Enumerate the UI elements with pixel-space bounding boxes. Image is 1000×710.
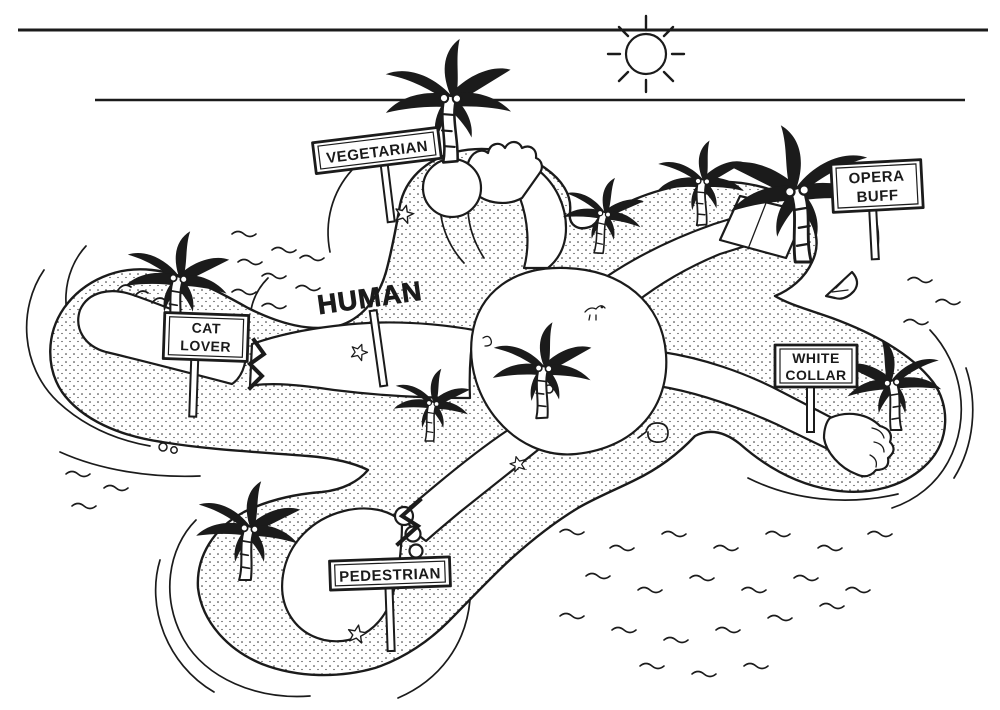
- sign-board-inner: [779, 348, 853, 384]
- paper-fold-line: [747, 202, 767, 250]
- figure-torso: [470, 266, 668, 456]
- sign-white-collar-line1: WHITE: [792, 350, 840, 366]
- sign-board: [773, 343, 859, 389]
- sign-cat-lover: CAT LOVER: [161, 311, 251, 418]
- spike-shell-icon: [824, 270, 859, 300]
- beach-details: [158, 202, 859, 645]
- sign-board: [311, 126, 443, 175]
- sun-icon: [606, 14, 686, 94]
- sign-pedestrian-label: PEDESTRIAN: [339, 565, 441, 586]
- sign-board: [829, 158, 925, 214]
- sign-opera-buff: OPERA BUFF: [829, 158, 925, 261]
- sign-post: [368, 309, 389, 388]
- sign-pedestrian: PEDESTRIAN: [328, 555, 452, 653]
- sky: [18, 14, 988, 102]
- sign-opera-buff-line1: OPERA: [848, 168, 905, 188]
- figure-head: [421, 157, 483, 219]
- sign-post: [806, 385, 815, 433]
- figure-neck: [440, 210, 485, 264]
- sign-cat-lover-line2: LOVER: [180, 337, 231, 355]
- pebble: [158, 442, 168, 452]
- figure-left-foot-toes: [117, 284, 166, 304]
- spiral-shell-icon: [637, 422, 669, 443]
- sign-vegetarian: VEGETARIAN: [311, 126, 443, 224]
- sign-white-collar: WHITE COLLAR: [773, 343, 859, 433]
- sign-board-inner: [835, 163, 919, 209]
- sign-board-inner: [317, 131, 437, 170]
- figure-right-hand-fingers: [869, 427, 885, 468]
- sign-post: [384, 585, 396, 653]
- tear-bolt-left-ankle: [246, 337, 267, 391]
- figure-toe: [408, 543, 424, 559]
- sign-board-inner: [334, 560, 446, 587]
- figure-toe: [404, 525, 422, 543]
- sign-board-inner: [167, 316, 245, 358]
- signs: VEGETARIAN OPERA BUFF CAT LOVER HUMAN WH…: [161, 126, 925, 653]
- tear-bolt-pedestrian-ankle: [395, 497, 423, 547]
- sign-cat-lover-line1: CAT: [191, 320, 221, 337]
- bird-icon: [584, 305, 606, 321]
- chest-squiggle: [482, 335, 493, 347]
- figure-bent-arm: [518, 168, 568, 270]
- sign-post: [379, 162, 396, 224]
- sign-opera-buff-line2: BUFF: [856, 187, 899, 206]
- sign-post: [868, 208, 880, 261]
- sign-post: [188, 357, 200, 418]
- sign-white-collar-line2: COLLAR: [785, 367, 846, 383]
- human-figure: [77, 140, 895, 643]
- sign-board: [161, 311, 251, 363]
- pebble: [170, 446, 178, 454]
- figure-hand-behind-head: [466, 140, 543, 204]
- sign-board: [328, 555, 452, 592]
